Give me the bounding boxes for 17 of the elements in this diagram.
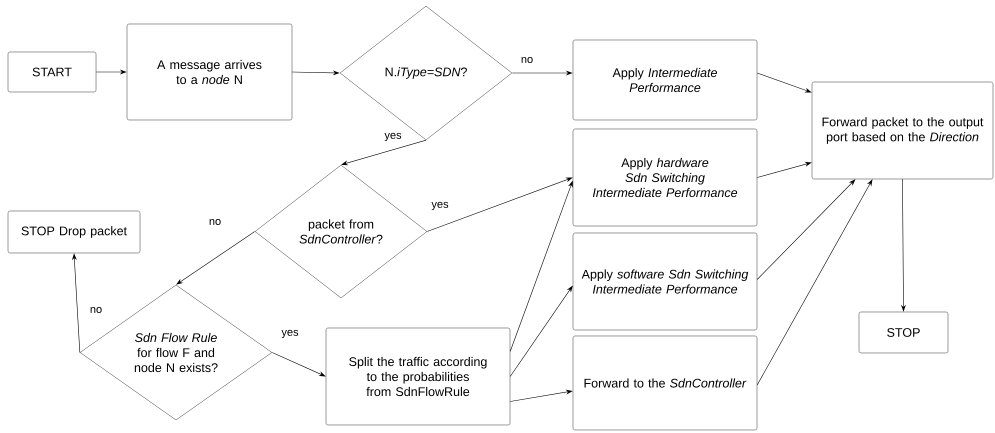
edge-label: yes: [430, 200, 450, 212]
process-box: Split the traffic according to the probabilities from SdnFlowRule: [326, 328, 510, 426]
process-box: Apply software Sdn Switching Intermediate Performance: [572, 232, 758, 330]
arrow: [510, 286, 573, 377]
process-box: Apply Intermediate Performance: [572, 40, 758, 120]
process-box: STOP: [858, 312, 948, 354]
edge-label: no: [208, 218, 222, 226]
process-box: Forward packet to the output port based on the Direction: [812, 82, 994, 180]
process-box: STOP Drop packet: [8, 210, 140, 254]
process-box: Forward to the SdnController: [572, 336, 758, 430]
process-box: Apply hardware Sdn Switching Intermediate Performance: [572, 128, 758, 226]
edge-label: yes: [280, 328, 300, 340]
edge-label: no: [88, 306, 104, 314]
process-box: A message arrives to a node N: [126, 24, 292, 120]
edge-label: yes: [383, 132, 403, 142]
edge-label: no: [520, 56, 534, 64]
process-box: START: [8, 52, 96, 92]
